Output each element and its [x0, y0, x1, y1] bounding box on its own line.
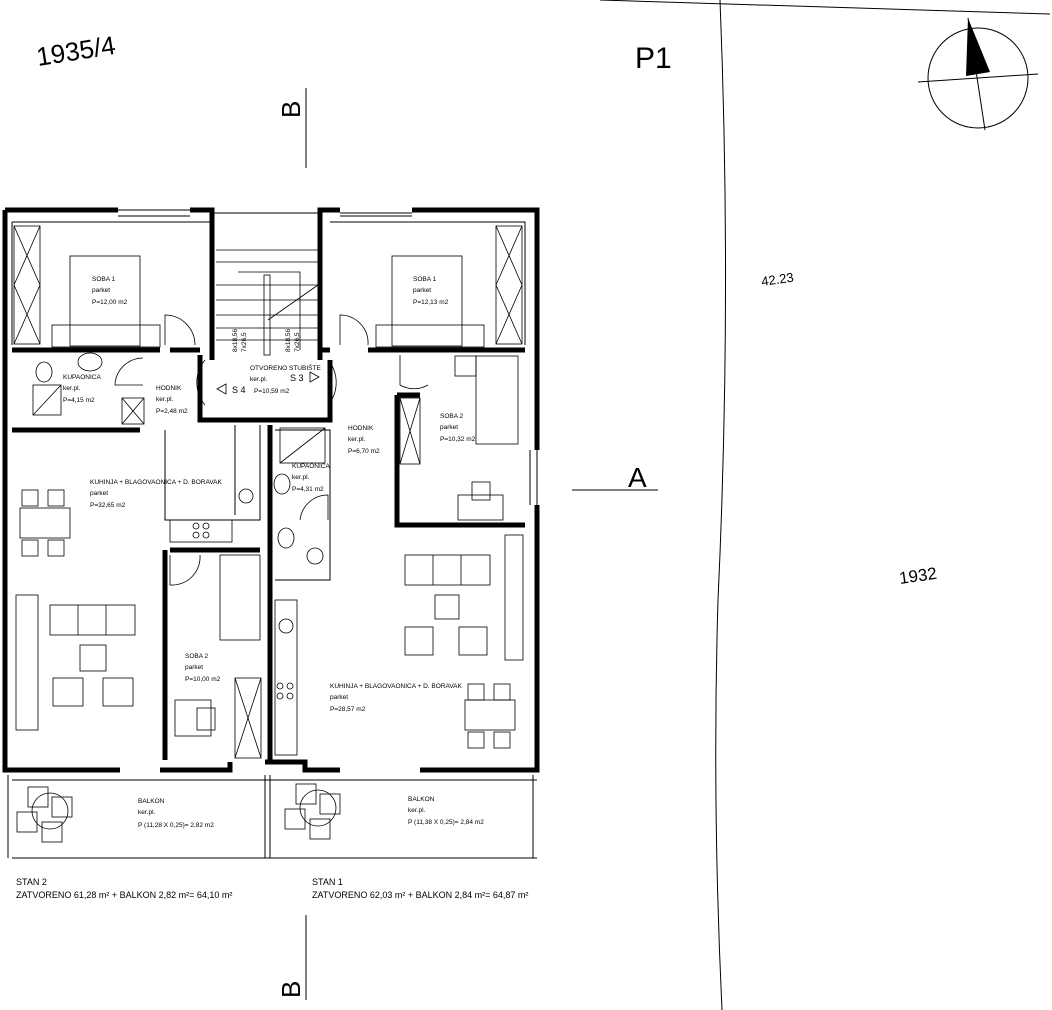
parcel-left-label: 1935/4 [34, 30, 117, 72]
section-b-top: B [276, 88, 307, 168]
room-kupaonica-left: KUPAONICA ker.pl. P=4,15 m2 [63, 374, 101, 404]
room-balkon-left: BALKON ker.pl. P (11,28 X 0,25)= 2,82 m2 [138, 798, 214, 829]
svg-text:ker.pl.: ker.pl. [63, 385, 81, 392]
section-a: A [572, 462, 658, 493]
svg-text:P=32,65 m2: P=32,65 m2 [90, 502, 126, 509]
svg-text:P (11,38 X 0,25)= 2,84 m2: P (11,38 X 0,25)= 2,84 m2 [408, 819, 484, 826]
svg-text:parket: parket [185, 664, 203, 671]
svg-text:8x18,56: 8x18,56 [285, 328, 292, 352]
svg-text:ker.pl.: ker.pl. [156, 396, 174, 403]
north-arrow-icon [917, 17, 1039, 131]
svg-text:P=4,15 m2: P=4,15 m2 [63, 397, 95, 404]
svg-text:B: B [276, 101, 306, 118]
room-kuhinja-right: KUHINJA + BLAGOVAONICA + D. BORAVAK park… [330, 683, 463, 713]
room-hodnik-left: HODNIK ker.pl. P=2,48 m2 [156, 385, 188, 415]
summary-stan1: STAN 1 ZATVORENO 62,03 m² + BALKON 2,84 … [312, 877, 528, 900]
room-soba1-right: SOBA 1 parket P=12,13 m2 [413, 276, 449, 306]
svg-text:KUPAONICA: KUPAONICA [292, 463, 330, 470]
summary-stan2: STAN 2 ZATVORENO 61,28 m² + BALKON 2,82 … [16, 877, 232, 900]
svg-text:P=28,57 m2: P=28,57 m2 [330, 706, 366, 713]
svg-text:S 4: S 4 [232, 385, 246, 395]
room-balkon-right: BALKON ker.pl. P (11,38 X 0,25)= 2,84 m2 [408, 796, 484, 826]
section-b-bottom: B [276, 915, 307, 1000]
svg-text:KUHINJA + BLAGOVAONICA + D. BO: KUHINJA + BLAGOVAONICA + D. BORAVAK [90, 479, 223, 486]
room-soba2-right: SOBA 2 parket P=10,32 m2 [440, 413, 476, 443]
svg-text:SOBA 1: SOBA 1 [413, 276, 437, 283]
svg-text:OTVORENO STUBIŠTE: OTVORENO STUBIŠTE [250, 363, 321, 372]
svg-text:STAN 1: STAN 1 [312, 877, 343, 887]
plot-label: P1 [635, 42, 672, 75]
room-kupaonica-right: KUPAONICA ker.pl. P=4,31 m2 [292, 463, 330, 493]
svg-text:HODNIK: HODNIK [348, 425, 374, 432]
svg-text:parket: parket [90, 490, 108, 497]
room-soba1-left: SOBA 1 parket P=12,00 m2 [92, 276, 128, 306]
svg-text:P (11,28 X 0,25)= 2,82 m2: P (11,28 X 0,25)= 2,82 m2 [138, 822, 214, 829]
svg-text:SOBA 1: SOBA 1 [92, 276, 116, 283]
svg-text:ker.pl.: ker.pl. [138, 809, 156, 816]
property-line-top [599, 0, 1051, 15]
svg-text:ker.pl.: ker.pl. [292, 474, 310, 481]
svg-text:KUHINJA + BLAGOVAONICA + D. BO: KUHINJA + BLAGOVAONICA + D. BORAVAK [330, 683, 463, 690]
elevation-label: 42.23 [760, 270, 794, 289]
svg-text:ker.pl.: ker.pl. [408, 807, 426, 814]
svg-text:P=10,59 m2: P=10,59 m2 [254, 388, 290, 395]
svg-text:P=12,13 m2: P=12,13 m2 [413, 299, 449, 306]
room-soba2-left: SOBA 2 parket P=10,00 m2 [185, 653, 221, 683]
furniture [15, 249, 524, 843]
svg-text:HODNIK: HODNIK [156, 385, 182, 392]
room-stubiste: OTVORENO STUBIŠTE ker.pl. P=10,59 m2 S 4… [216, 328, 321, 395]
svg-text:7x26,5: 7x26,5 [241, 332, 248, 352]
svg-text:ker.pl.: ker.pl. [348, 436, 366, 443]
svg-text:8x18,56: 8x18,56 [232, 328, 239, 352]
svg-text:S 3: S 3 [290, 373, 304, 383]
svg-text:parket: parket [440, 424, 458, 431]
property-line-right [715, 0, 727, 1010]
room-hodnik-right: HODNIK ker.pl. P=6,70 m2 [348, 425, 380, 455]
svg-text:parket: parket [330, 694, 348, 701]
svg-text:P=10,32 m2: P=10,32 m2 [440, 436, 476, 443]
svg-text:A: A [628, 462, 647, 493]
svg-text:ker.pl.: ker.pl. [250, 376, 268, 383]
svg-text:ZATVORENO 61,28 m² + BALKON 2,: ZATVORENO 61,28 m² + BALKON 2,82 m²= 64,… [16, 890, 232, 900]
svg-text:KUPAONICA: KUPAONICA [63, 374, 101, 381]
svg-text:parket: parket [92, 287, 110, 294]
svg-text:P=6,70 m2: P=6,70 m2 [348, 448, 380, 455]
svg-text:ZATVORENO 62,03 m² + BALKON 2,: ZATVORENO 62,03 m² + BALKON 2,84 m²= 64,… [312, 890, 528, 900]
parcel-right-label: 1932 [898, 564, 938, 588]
svg-text:STAN 2: STAN 2 [16, 877, 47, 887]
svg-text:parket: parket [413, 287, 431, 294]
walls [2, 207, 540, 859]
room-kuhinja-left: KUHINJA + BLAGOVAONICA + D. BORAVAK park… [90, 479, 223, 509]
svg-text:BALKON: BALKON [138, 798, 165, 805]
svg-text:P=10,00 m2: P=10,00 m2 [185, 676, 221, 683]
svg-text:SOBA 2: SOBA 2 [440, 413, 464, 420]
svg-text:BALKON: BALKON [408, 796, 435, 803]
svg-text:P=2,48 m2: P=2,48 m2 [156, 408, 188, 415]
svg-text:7x26,5: 7x26,5 [294, 332, 301, 352]
svg-text:SOBA 2: SOBA 2 [185, 653, 209, 660]
wardrobes [13, 225, 523, 759]
svg-text:P=4,31 m2: P=4,31 m2 [292, 486, 324, 493]
svg-text:P=12,00 m2: P=12,00 m2 [92, 299, 128, 306]
svg-text:B: B [276, 981, 306, 998]
